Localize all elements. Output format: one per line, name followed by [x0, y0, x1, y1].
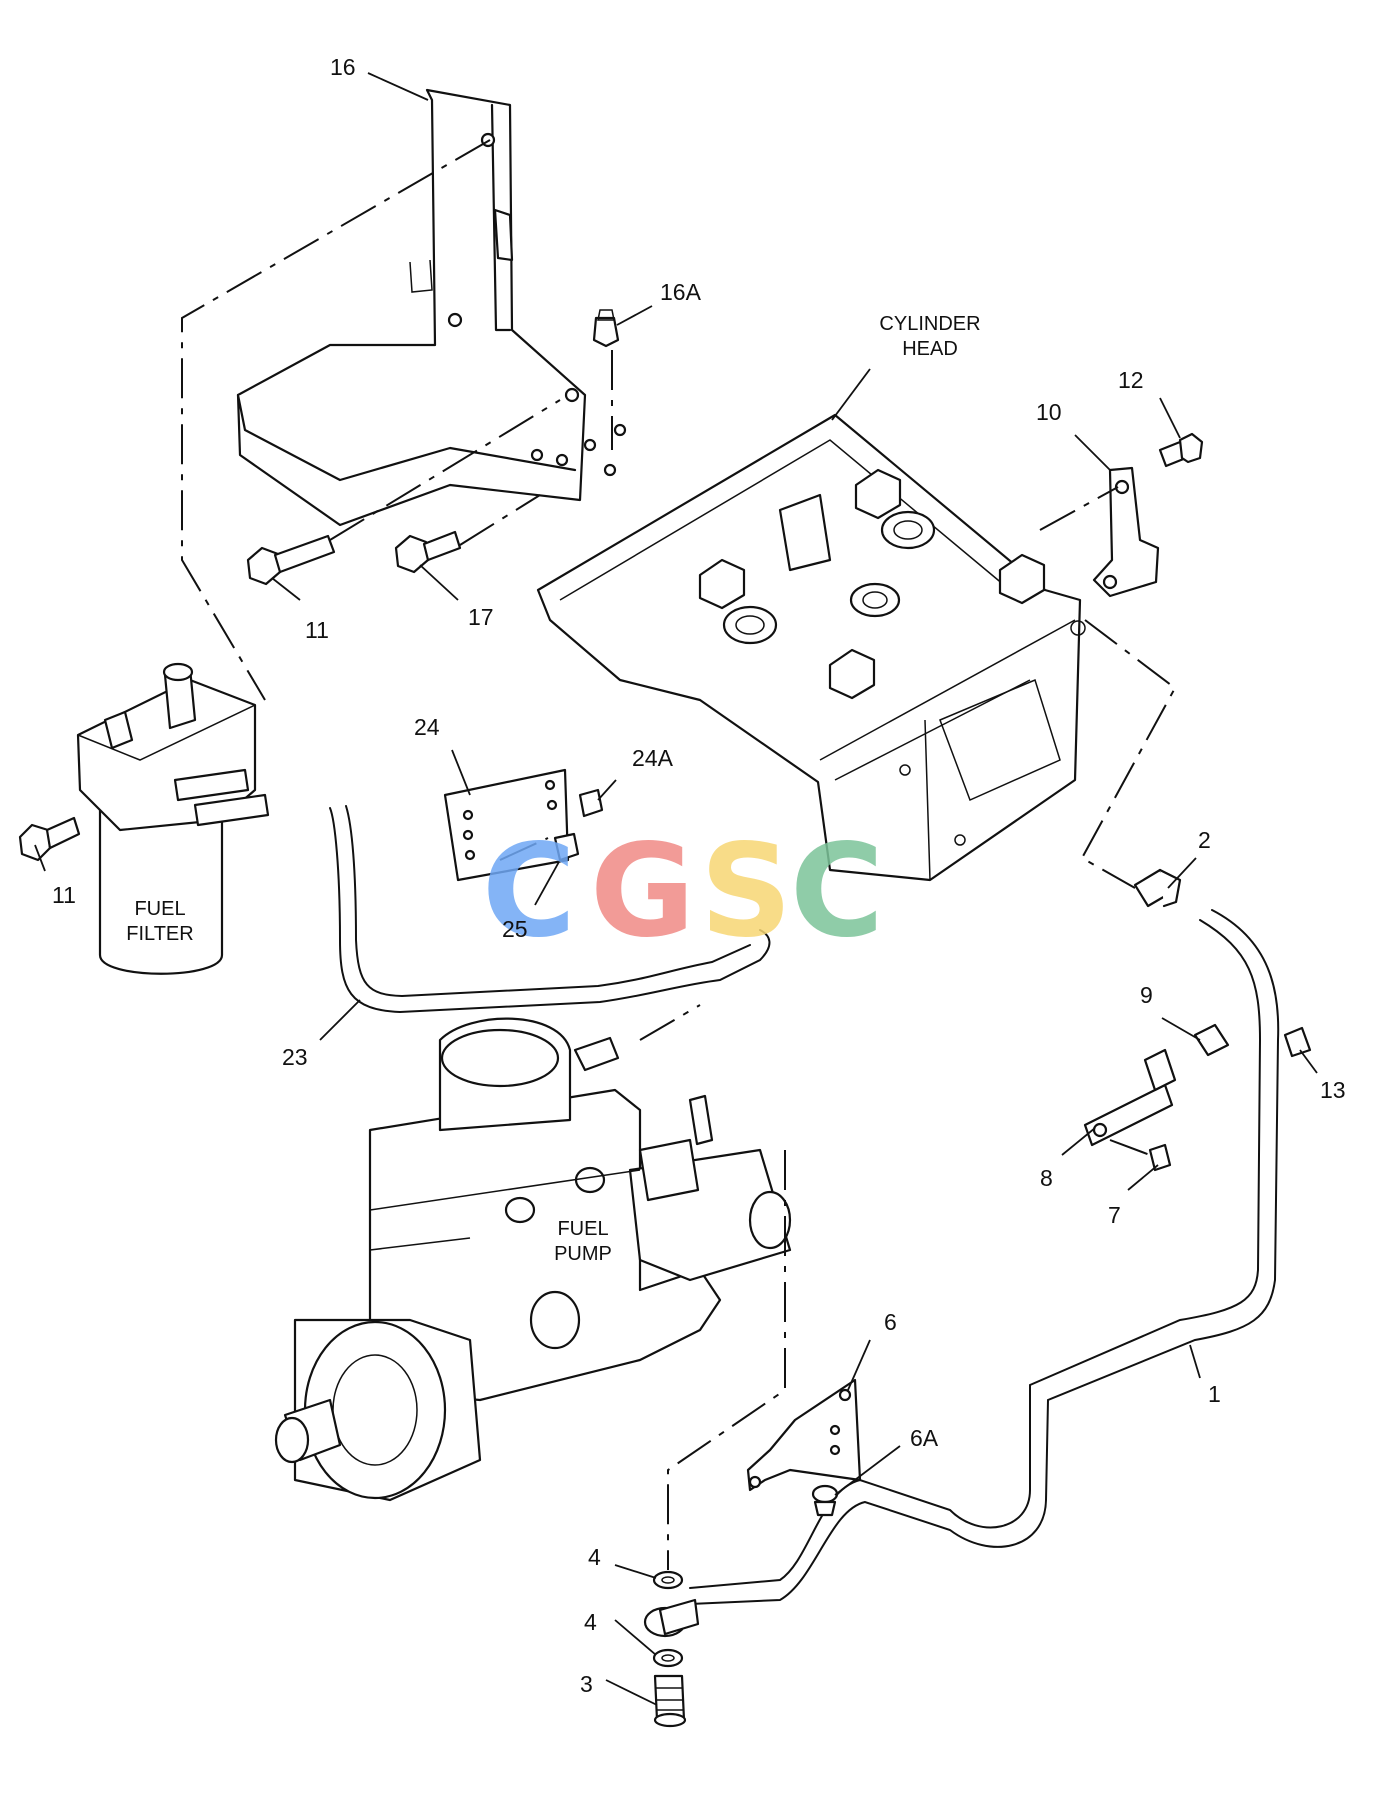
seal-washer-4-lower — [652, 1648, 684, 1668]
callout-25: 25 — [502, 916, 528, 942]
callout-1: 1 — [1208, 1381, 1221, 1407]
callout-3: 3 — [580, 1671, 593, 1697]
bracket-24 — [443, 768, 570, 882]
watermark-letter-4: C — [790, 817, 884, 966]
callout-12: 12 — [1118, 367, 1144, 393]
callout-16: 16 — [330, 54, 356, 80]
bracket-6 — [746, 1378, 862, 1492]
callout-11-lower: 11 — [52, 882, 76, 908]
watermark: C G S C — [482, 817, 884, 966]
bolt-12 — [1158, 432, 1204, 468]
bracket-10 — [1092, 466, 1160, 598]
fuel-line-23 — [329, 805, 771, 1014]
clip-9 — [1193, 1023, 1230, 1057]
callout-11-upper: 11 — [305, 617, 329, 643]
callout-16a: 16A — [660, 279, 702, 305]
bolt-25 — [553, 832, 580, 862]
clip-16a — [592, 309, 620, 348]
seal-washer-4-upper — [652, 1570, 684, 1590]
assembly-centerlines — [181, 139, 1177, 1570]
fuel-pump-caption-line1: FUEL — [557, 1218, 608, 1240]
cylinder-head-caption-line1: CYLINDER — [879, 313, 980, 335]
callout-8: 8 — [1040, 1165, 1053, 1191]
banjo-bolt-3 — [653, 1674, 687, 1728]
callout-2: 2 — [1198, 827, 1211, 853]
fitting-2 — [1133, 868, 1182, 908]
callout-13: 13 — [1320, 1077, 1346, 1103]
callout-9: 9 — [1140, 982, 1153, 1008]
watermark-letter-3: S — [700, 817, 792, 966]
fuel-line-1 — [689, 909, 1280, 1605]
callout-24: 24 — [414, 714, 440, 740]
callout-4-upper: 4 — [588, 1544, 601, 1570]
bracket-16 — [236, 88, 627, 527]
fuel-pump-caption-line2: PUMP — [554, 1243, 612, 1265]
callout-17: 17 — [468, 604, 494, 630]
callout-4-lower: 4 — [584, 1609, 597, 1635]
component-captions: CYLINDER HEAD FUEL FILTER FUEL PUMP — [126, 313, 980, 1265]
bolt-11-lower — [18, 816, 81, 862]
callout-24a: 24A — [632, 745, 674, 771]
fuel-filter-caption-line2: FILTER — [126, 923, 193, 945]
fuel-filter-caption-line1: FUEL — [134, 898, 185, 920]
watermark-letter-1: C — [482, 817, 576, 966]
clip-13 — [1283, 1026, 1312, 1058]
fuel-filter — [76, 662, 270, 975]
bolt-7 — [1148, 1143, 1172, 1172]
fuel-pump — [274, 1017, 792, 1502]
callout-6a: 6A — [910, 1425, 939, 1451]
bolt-17 — [394, 530, 462, 574]
watermark-letter-2: G — [590, 817, 695, 966]
callout-6: 6 — [884, 1309, 897, 1335]
callout-numbers: 16 16A 11 17 10 12 11 24 24A 25 2 9 13 8… — [52, 54, 1346, 1697]
bolt-6a — [811, 1484, 839, 1517]
callout-10: 10 — [1036, 399, 1062, 425]
leader-lines — [34, 72, 1318, 1706]
cylinder-head — [536, 413, 1086, 882]
callout-7: 7 — [1108, 1202, 1121, 1228]
bolt-11-upper — [246, 534, 336, 586]
banjo-fitting — [643, 1598, 700, 1638]
cylinder-head-caption-line2: HEAD — [902, 338, 958, 360]
clip-plate-8 — [1083, 1048, 1177, 1147]
callout-23: 23 — [282, 1044, 308, 1070]
bolt-24a — [578, 788, 604, 818]
